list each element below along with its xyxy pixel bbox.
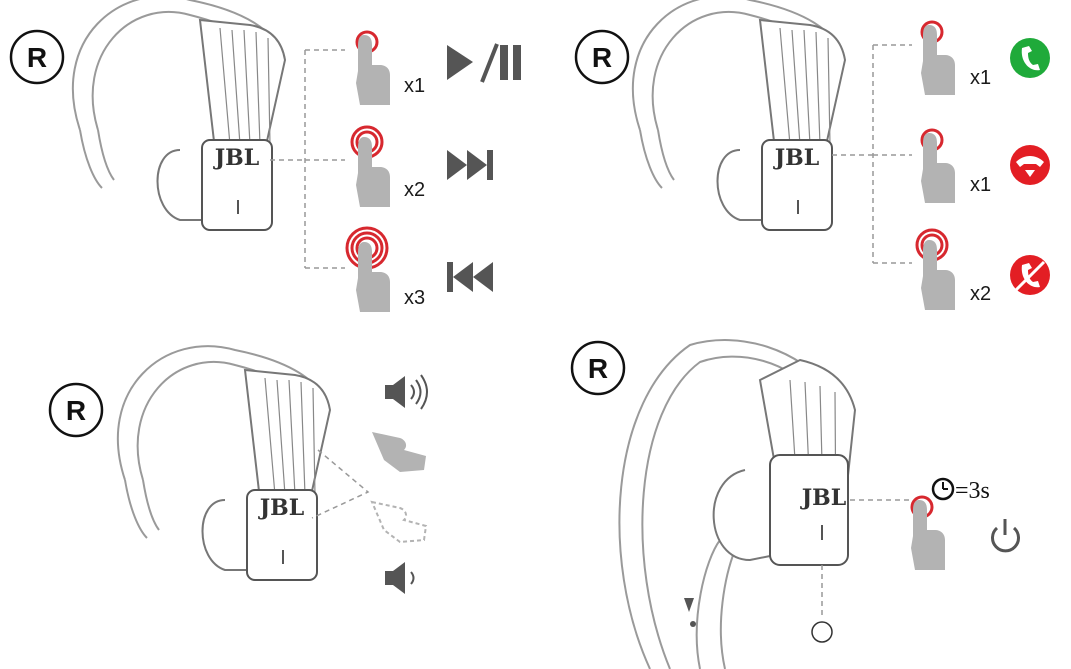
- swipe-guide-lines: [311, 449, 370, 519]
- earbud-illustration: JBL: [71, 0, 286, 231]
- hold-gesture: [910, 495, 945, 570]
- tap-gesture-double: [915, 228, 955, 310]
- next-track-icon: [447, 150, 493, 180]
- side-label: R: [27, 42, 47, 73]
- side-label: R: [592, 42, 612, 73]
- reject-call-icon: [1010, 255, 1050, 295]
- clock-icon: [931, 477, 955, 501]
- previous-track-icon: [447, 262, 493, 292]
- tap-count-3: x3: [404, 287, 425, 309]
- brand-logo: JBL: [213, 145, 259, 171]
- brand-logo: JBL: [800, 485, 846, 511]
- tap-count-1: x1: [970, 67, 991, 89]
- earbud-illustration: JBL: [116, 345, 331, 581]
- tap-gesture-single: [355, 30, 390, 105]
- tap-gesture-triple: [345, 226, 390, 312]
- earbud-illustration-large: JBL: [618, 339, 857, 669]
- panel-calls: R JBL x1 x1 x2: [574, 0, 1050, 310]
- side-label: R: [588, 353, 608, 384]
- panel-volume: R JBL: [48, 345, 428, 594]
- side-badge: R: [48, 382, 104, 438]
- panel-power: R JBL =3s: [570, 339, 1020, 669]
- tap-gesture-single: [920, 20, 955, 95]
- swipe-hand-icon: [370, 432, 428, 544]
- side-badge: R: [9, 29, 65, 85]
- end-call-icon: [1010, 145, 1050, 185]
- tap-count-1: x1: [404, 75, 425, 97]
- tap-count-2: x1: [970, 174, 991, 196]
- answer-call-icon: [1010, 38, 1050, 78]
- hold-duration: =3s: [955, 478, 990, 504]
- connector-lines: [832, 44, 912, 264]
- tap-count-3: x2: [970, 283, 991, 305]
- tap-count-2: x2: [404, 179, 425, 201]
- play-pause-icon: [447, 43, 521, 83]
- connector-lines: [821, 499, 910, 615]
- connector-lines: [270, 49, 345, 269]
- brand-logo: JBL: [773, 145, 819, 171]
- volume-down-icon: [385, 562, 415, 594]
- tap-gesture-double: [350, 125, 390, 207]
- brand-logo: JBL: [258, 495, 304, 521]
- side-badge: R: [574, 29, 630, 85]
- earbud-illustration: JBL: [631, 0, 846, 231]
- power-icon: [991, 519, 1020, 553]
- volume-up-icon: [385, 374, 428, 410]
- indicator-light-icon: [811, 621, 833, 643]
- panel-playback: R JBL x1 x2: [9, 0, 521, 312]
- side-badge: R: [570, 340, 626, 396]
- tap-gesture-single: [920, 128, 955, 203]
- side-label: R: [66, 395, 86, 426]
